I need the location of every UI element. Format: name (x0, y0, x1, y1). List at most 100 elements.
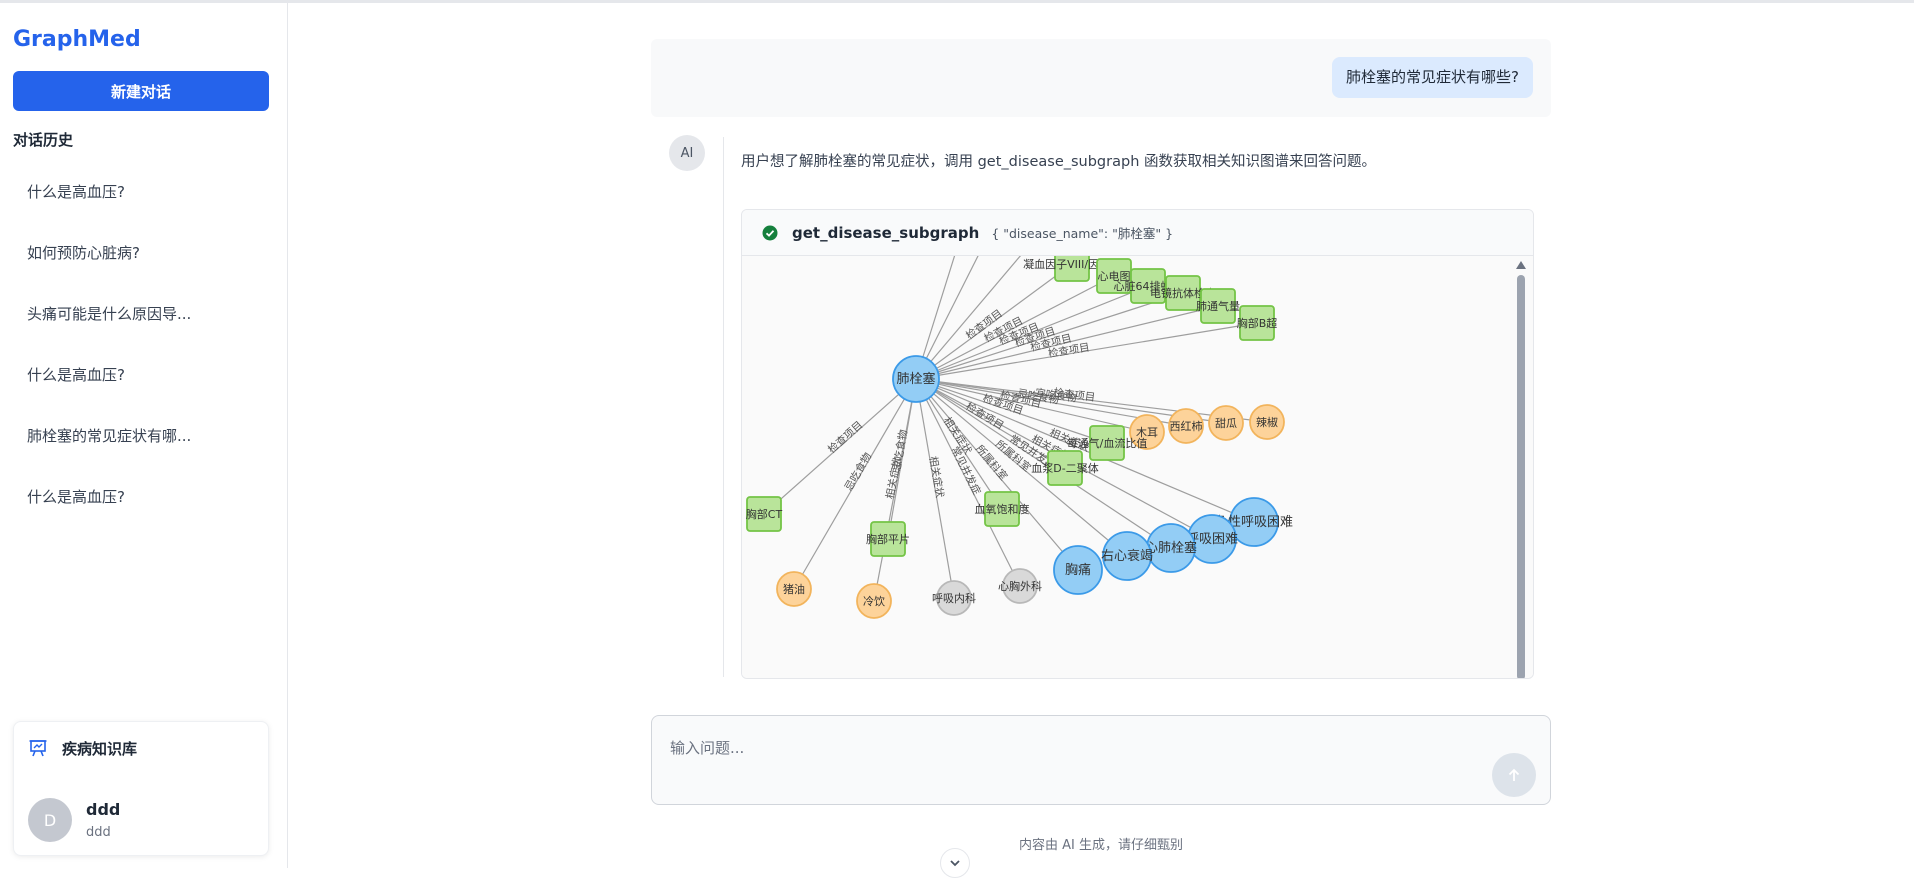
svg-text:胸部平片: 胸部平片 (866, 532, 910, 546)
svg-text:肺通气量: 肺通气量 (1196, 299, 1240, 313)
graph-node[interactable]: 甜瓜 (1208, 405, 1244, 441)
graph-node[interactable]: 猪油 (776, 571, 812, 607)
graph-edge (915, 256, 979, 380)
graph-node[interactable]: 电镜抗体检查 (1150, 275, 1216, 311)
svg-text:右心衰竭: 右心衰竭 (1101, 548, 1153, 564)
svg-text:心肺栓塞: 心肺栓塞 (1145, 540, 1197, 556)
sidebar: GraphMed 新建对话 对话历史 什么是高血压? 如何预防心脏病? 头痛可能… (0, 3, 288, 868)
graph-node[interactable]: 心胸外科 (998, 568, 1042, 604)
graph-edge (915, 378, 1255, 523)
graph-node[interactable]: 肺栓塞 (892, 355, 940, 403)
graph-edge-label: 忌吃食物 (842, 450, 874, 493)
svg-text:胸部B超: 胸部B超 (1237, 316, 1278, 330)
graph-node[interactable]: 右心衰竭 (1101, 531, 1153, 581)
user-subtitle: ddd (86, 825, 111, 840)
graph-edge (793, 378, 917, 590)
ai-avatar: AI (669, 135, 705, 171)
check-circle-icon (762, 225, 778, 240)
history-item[interactable]: 如何预防心脏病? (27, 244, 140, 262)
svg-text:猪油: 猪油 (783, 582, 805, 596)
svg-text:冷饮: 冷饮 (863, 595, 885, 608)
graph-edge-label: 检查项目 (1053, 386, 1096, 404)
ai-disclaimer: 内容由 AI 生成，请仔细甄别 (1019, 838, 1183, 853)
svg-text:呼吸困难: 呼吸困难 (1186, 532, 1238, 547)
svg-text:呼吸内科: 呼吸内科 (932, 591, 976, 605)
graph-node[interactable]: 血氧饱和度 (975, 491, 1030, 527)
graph-scrollbar[interactable] (1515, 261, 1527, 679)
graph-edge (915, 292, 1184, 380)
tool-args: { "disease_name": "肺栓塞" } (991, 226, 1174, 241)
graph-edge (915, 378, 1003, 510)
graph-edge (763, 378, 917, 515)
svg-text:甜瓜: 甜瓜 (1215, 417, 1237, 430)
knowledge-base-label: 疾病知识库 (62, 739, 138, 758)
graph-node[interactable]: 西红柿 (1168, 408, 1204, 444)
graph-edge (915, 378, 955, 599)
history-item[interactable]: 肺栓塞的常见症状有哪... (27, 427, 192, 445)
graph-edge-label: 相关症状 (927, 455, 947, 499)
knowledge-graph[interactable]: 检查项目检查项目检查项目检查项目检查项目检查项目检查项目宜吃食物忌吃食物检查项目… (742, 256, 1534, 679)
history-item[interactable]: 头痛可能是什么原因导... (27, 305, 192, 323)
ai-message-text: 用户想了解肺栓塞的常见症状，调用 get_disease_subgraph 函数… (741, 154, 1376, 170)
graph-node[interactable]: 胸部平片 (866, 521, 910, 557)
arrow-up-icon (1508, 768, 1520, 781)
graph-node[interactable]: 木耳 (1129, 414, 1165, 450)
svg-text:胸部CT: 胸部CT (746, 507, 783, 521)
svg-text:西红柿: 西红柿 (1170, 419, 1203, 433)
svg-text:急性呼吸困难: 急性呼吸困难 (1215, 515, 1293, 530)
tool-name: get_disease_subgraph (792, 223, 980, 242)
knowledge-graph-canvas[interactable]: 检查项目检查项目检查项目检查项目检查项目检查项目检查项目宜吃食物忌吃食物检查项目… (742, 256, 1534, 679)
graph-edge (915, 378, 1021, 587)
user-message-bubble: 肺栓塞的常见症状有哪些? (1332, 57, 1533, 98)
user-profile[interactable]: D ddd ddd (28, 798, 120, 842)
graph-edge (915, 378, 1128, 557)
scroll-down-button[interactable] (940, 848, 970, 878)
sidebar-footer-card: 疾病知识库 D ddd ddd (13, 721, 269, 856)
knowledge-base-link[interactable]: 疾病知识库 (28, 736, 137, 760)
svg-text:心胸外科: 心胸外科 (998, 579, 1042, 593)
svg-text:胸痛: 胸痛 (1065, 562, 1091, 578)
graph-edge (915, 256, 1022, 380)
graph-node[interactable]: 胸部CT (746, 496, 783, 532)
chevron-down-icon (950, 860, 960, 867)
svg-text:电镜抗体检查: 电镜抗体检查 (1150, 286, 1216, 300)
graph-edge (873, 378, 917, 602)
chat-input[interactable] (670, 736, 1450, 760)
svg-text:每通气/血流比值: 每通气/血流比值 (1067, 436, 1148, 450)
graph-node[interactable]: 肺通气量 (1196, 288, 1240, 324)
graph-node[interactable]: 辣椒 (1249, 404, 1285, 440)
svg-text:肺栓塞: 肺栓塞 (896, 371, 935, 387)
graph-edge (915, 285, 1149, 380)
new-chat-button[interactable]: 新建对话 (13, 71, 269, 111)
graph-node[interactable]: 呼吸内科 (932, 580, 976, 616)
svg-text:辣椒: 辣椒 (1256, 415, 1278, 429)
graph-edge (915, 322, 1258, 380)
graph-node[interactable]: 呼吸困难 (1186, 514, 1238, 564)
graph-node[interactable]: 冷饮 (856, 583, 892, 619)
graph-node[interactable]: 每通气/血流比值 (1067, 425, 1148, 461)
send-button[interactable] (1492, 753, 1536, 797)
history-item[interactable]: 什么是高血压? (27, 183, 125, 201)
graph-node[interactable]: 胸部B超 (1237, 305, 1278, 341)
graph-node[interactable]: 血浆D-二聚体 (1031, 450, 1099, 486)
avatar: D (28, 798, 72, 842)
svg-text:血氧饱和度: 血氧饱和度 (975, 502, 1030, 516)
graph-edge (915, 275, 1115, 380)
svg-text:血浆D-二聚体: 血浆D-二聚体 (1031, 461, 1098, 475)
graph-edge (915, 378, 1172, 549)
graph-edge-label: 相关症状 (883, 456, 904, 500)
history-list: 什么是高血压? 如何预防心脏病? 头痛可能是什么原因导... 什么是高血压? 肺… (13, 161, 275, 527)
graph-node[interactable]: 胸痛 (1053, 545, 1103, 595)
graph-edge (915, 378, 1108, 444)
graph-edge (915, 263, 1073, 380)
tool-call-header[interactable]: get_disease_subgraph { "disease_name": "… (742, 210, 1533, 256)
graph-node[interactable]: 心肺栓塞 (1145, 523, 1197, 573)
graph-edge (915, 378, 1066, 469)
history-item[interactable]: 什么是高血压? (27, 488, 125, 506)
user-message-row: 肺栓塞的常见症状有哪些? (651, 39, 1551, 117)
brand-logo[interactable]: GraphMed (13, 27, 141, 52)
tool-call-card: get_disease_subgraph { "disease_name": "… (741, 209, 1534, 679)
graph-edge (915, 378, 1268, 423)
history-item[interactable]: 什么是高血压? (27, 366, 125, 384)
graph-edge-label: 检查项目 (825, 418, 865, 456)
